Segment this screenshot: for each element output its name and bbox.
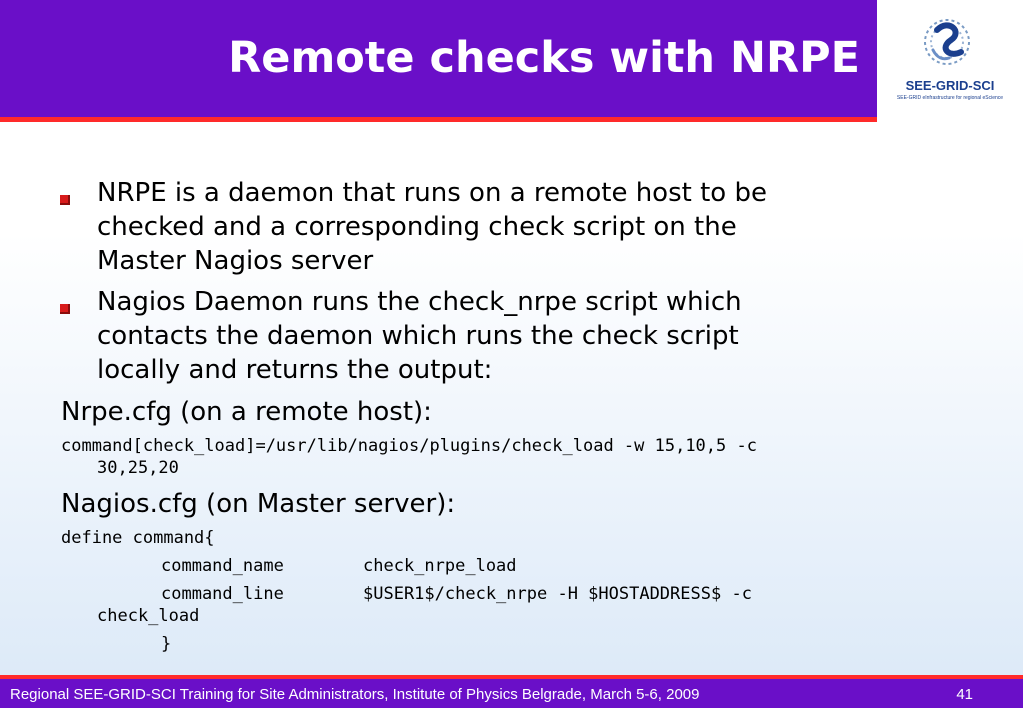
nagios-code-command-line-value: $USER1$/check_nrpe -H $HOSTADDRESS$ -c xyxy=(363,584,752,604)
bullet-1-line-1: NRPE is a daemon that runs on a remote h… xyxy=(97,178,767,208)
nagios-code-command-line-continued: check_load xyxy=(97,606,200,626)
footer-text: Regional SEE-GRID-SCI Training for Site … xyxy=(10,686,700,703)
see-grid-sci-logo-icon xyxy=(924,19,970,65)
nagios-code-command-line-key: command_line xyxy=(161,584,284,604)
footer-divider xyxy=(0,675,1023,679)
nagios-code-command-name-value: check_nrpe_load xyxy=(363,556,517,576)
footer-bar: Regional SEE-GRID-SCI Training for Site … xyxy=(0,679,1023,708)
page-number: 41 xyxy=(956,686,973,703)
bullet-1-line-3: Master Nagios server xyxy=(97,246,374,276)
bullet-marker-icon xyxy=(60,304,70,314)
logo-area: SEE-GRID-SCI SEE-GRID eInfrastructure fo… xyxy=(877,0,1023,117)
nrpe-cfg-code-line-1: command[check_load]=/usr/lib/nagios/plug… xyxy=(61,436,757,456)
bullet-2-line-2: contacts the daemon which runs the check… xyxy=(97,321,739,351)
slide-title: Remote checks with NRPE xyxy=(228,33,860,83)
header-divider xyxy=(0,117,877,122)
bullet-2-line-1: Nagios Daemon runs the check_nrpe script… xyxy=(97,287,742,317)
logo-tagline: SEE-GRID eInfrastructure for regional eS… xyxy=(896,95,1004,101)
bullet-marker-icon xyxy=(60,195,70,205)
slide-body xyxy=(0,122,1023,675)
nagios-cfg-label: Nagios.cfg (on Master server): xyxy=(61,489,456,519)
logo-wordmark: SEE-GRID-SCI xyxy=(905,78,995,93)
bullet-2-line-3: locally and returns the output: xyxy=(97,355,493,385)
bullet-1-line-2: checked and a corresponding check script… xyxy=(97,212,737,242)
title-bar: Remote checks with NRPE xyxy=(0,0,877,117)
nagios-code-close-brace: } xyxy=(161,634,172,654)
nrpe-cfg-label: Nrpe.cfg (on a remote host): xyxy=(61,397,432,427)
bullet-text-2: Nagios Daemon runs the check_nrpe script… xyxy=(97,285,957,387)
nrpe-cfg-code-line-2: 30,25,20 xyxy=(97,458,179,478)
nagios-code-command-name-key: command_name xyxy=(161,556,284,576)
bullet-text-1: NRPE is a daemon that runs on a remote h… xyxy=(97,176,957,278)
nagios-code-define: define command{ xyxy=(61,528,215,548)
